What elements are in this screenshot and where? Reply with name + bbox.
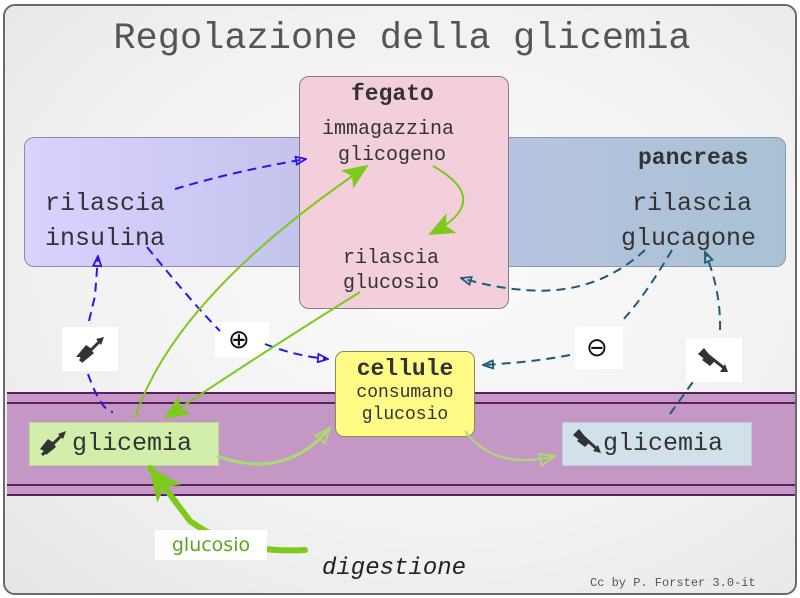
insulin-to-cells-arrow-end	[264, 343, 328, 359]
glucagon-text-line1: rilascia	[632, 189, 753, 218]
liver-release-line1: rilascia	[343, 247, 440, 270]
arrows-layer	[87, 6, 722, 554]
liver-store-line2: glicogeno	[338, 144, 447, 167]
glucagon-text-line2: glucagone	[621, 224, 757, 253]
glucose-input-label: glucosio	[155, 530, 267, 560]
high-glycemia-label: glicemia	[72, 429, 193, 458]
arrow-down-right-icon	[698, 348, 728, 372]
arrow-up-right-icon	[76, 337, 104, 363]
insulin-to-cells-arrow	[146, 246, 221, 332]
liver-box	[299, 76, 509, 309]
low-glycemia-to-falling-arrow	[669, 378, 696, 415]
high-glycemia-to-insulin-arrow	[87, 373, 114, 413]
rising-to-insulin-arrow	[88, 256, 98, 322]
low-glycemia-label: glicemia	[603, 429, 724, 458]
liver-release-to-glycemia-arrow	[163, 291, 361, 420]
minus-sign-box: ⊖	[575, 327, 623, 369]
cells-to-low-glycemia-arrow	[464, 430, 555, 460]
credit-text: Cc by P. Forster 3.0-it	[590, 576, 756, 590]
falling-indicator-box	[686, 338, 742, 382]
diagram-title: Regolazione della glicemia	[113, 18, 691, 60]
insulin-text-line2: insulina	[45, 224, 166, 253]
cells-heading: cellule	[356, 356, 454, 382]
arrow-down-right-icon	[573, 429, 601, 453]
glycemia-to-glycogen-arrow	[134, 164, 369, 419]
liver-release-line2: glucosio	[343, 272, 440, 295]
plus-sign-box: ⊕	[215, 322, 269, 358]
liver-store-line1: immagazzina	[322, 118, 455, 141]
glycemia-to-cells-arrow	[216, 428, 330, 466]
arrow-up-right-icon	[40, 431, 66, 457]
glucagon-to-cells-arrow	[483, 354, 571, 365]
digestion-label: digestione	[322, 555, 467, 582]
insulin-text-line1: rilascia	[45, 189, 166, 218]
rising-indicator-box	[62, 327, 118, 371]
glucagon-to-liver-arrow	[461, 249, 646, 292]
glycogen-to-release-arrow	[428, 165, 465, 235]
insulin-to-liver-arrow	[174, 159, 306, 190]
liver-heading: fegato	[351, 81, 434, 107]
pancreas-glucagon-region	[505, 137, 786, 267]
minus-sign-icon: ⊖	[586, 333, 608, 363]
glucagon-to-minus-arrow	[621, 249, 673, 322]
falling-to-glucagon-arrow	[704, 252, 722, 331]
diagram-frame: Regolazione della glicemia pancreas rila…	[3, 4, 797, 595]
high-glycemia-box: glicemia	[29, 422, 219, 466]
cells-box: cellule consumano glucosio	[335, 351, 475, 437]
plus-sign-icon: ⊕	[228, 325, 250, 355]
pancreas-insulin-region	[24, 137, 315, 267]
pancreas-heading: pancreas	[638, 145, 749, 171]
cells-line2: glucosio	[361, 405, 449, 425]
low-glycemia-box: glicemia	[562, 422, 752, 466]
cells-line1: consumano	[356, 383, 454, 403]
